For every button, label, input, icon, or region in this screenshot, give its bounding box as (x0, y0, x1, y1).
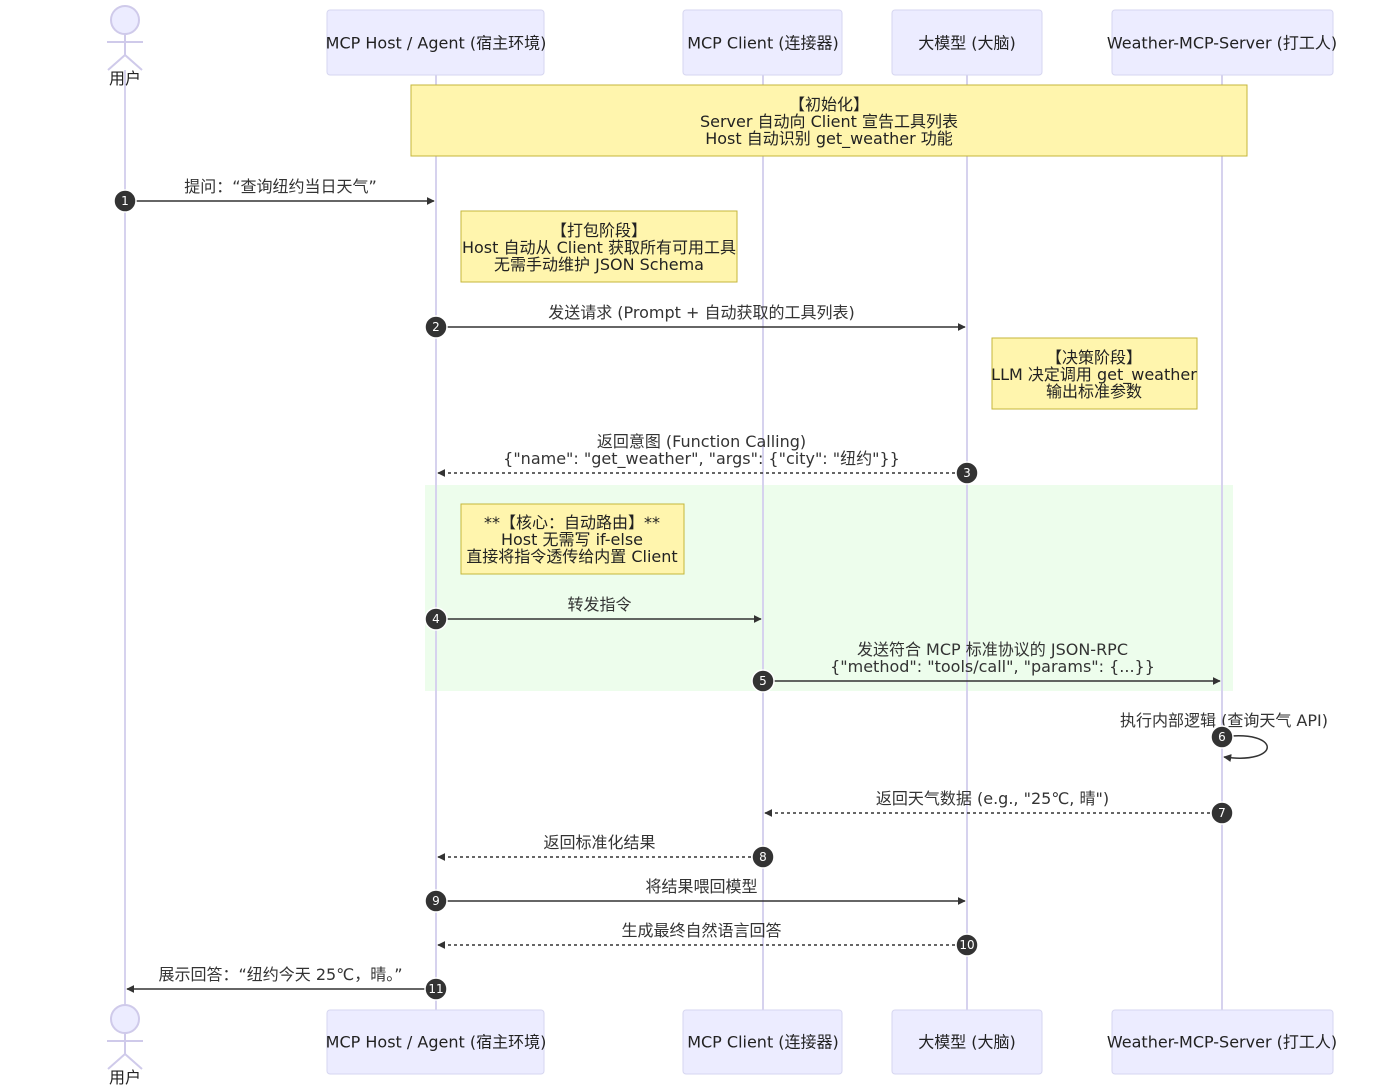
note-init-line-3: Host 自动识别 get_weather 功能 (705, 129, 953, 149)
participant-server-top-label: Weather-MCP-Server (打工人) (1107, 34, 1337, 53)
message-5-label-2: {"method": "tools/call", "params": {...}… (830, 657, 1155, 676)
sequence-number-1-text: 1 (121, 194, 129, 208)
sequence-number-2 (424, 315, 448, 339)
sequence-number-6-text: 6 (1218, 730, 1226, 744)
sequence-number-2-text: 2 (432, 320, 440, 334)
message-10-label-1: 生成最终自然语言回答 (621, 921, 781, 940)
note-init-line-1: 【初始化】 (789, 95, 869, 114)
message-7-label-1: 返回天气数据 (e.g., "25℃, 晴") (876, 789, 1109, 808)
sequence-number-5 (751, 669, 775, 693)
message-2: 发送请求 (Prompt + 自动获取的工具列表) 2 (424, 303, 966, 339)
sequence-number-11 (424, 977, 448, 1001)
message-11-label-1: 展示回答：“纽约今天 25℃，晴。” (159, 965, 403, 984)
actor-user-top-label: 用户 (109, 69, 141, 88)
note-decide-line-2: LLM 决定调用 get_weather (991, 365, 1197, 385)
sequence-number-5-text: 5 (759, 674, 767, 688)
message-6: 执行内部逻辑 (查询天气 API)6 (1120, 711, 1328, 762)
message-1: 提问：“查询纽约当日天气” 1 (113, 177, 435, 213)
note-pack: 【打包阶段】 Host 自动从 Client 获取所有可用工具 无需手动维护 J… (460, 210, 738, 283)
sequence-number-10 (955, 933, 979, 957)
message-6-label-1: 执行内部逻辑 (查询天气 API) (1120, 711, 1328, 730)
actor-user-bottom-label: 用户 (109, 1068, 141, 1086)
participant-model-top-label: 大模型 (大脑) (918, 34, 1016, 53)
message-3-label-2: {"name": "get_weather", "args": {"city":… (503, 449, 900, 469)
sequence-number-9-text: 9 (432, 894, 440, 908)
participant-server-top: Weather-MCP-Server (打工人) (1107, 9, 1337, 76)
message-3-label-1: 返回意图 (Function Calling) (597, 432, 806, 451)
sequence-number-6 (1210, 725, 1234, 749)
message-5: 发送符合 MCP 标准协议的 JSON-RPC{"method": "tools… (751, 640, 1221, 693)
message-9-label-1: 将结果喂回模型 (645, 877, 757, 896)
actor-user-top: 用户 (107, 5, 143, 88)
note-route: **【核心：自动路由】** Host 无需写 if-else 直接将指令透传给内… (460, 503, 685, 575)
participant-model-bottom-label: 大模型 (大脑) (918, 1033, 1016, 1052)
messages: 提问：“查询纽约当日天气” 1 发送请求 (Prompt + 自动获取的工具列表) 2… (113, 177, 1328, 1001)
participant-client-bottom-label: MCP Client (连接器) (687, 1033, 839, 1052)
participant-client-bottom: MCP Client (连接器) (682, 1009, 843, 1075)
note-route-line-3: 直接将指令透传给内置 Client (466, 547, 677, 566)
message-5-label-1: 发送符合 MCP 标准协议的 JSON-RPC (857, 640, 1128, 659)
participant-server-bottom: Weather-MCP-Server (打工人) (1107, 1009, 1337, 1075)
sequence-number-7 (1210, 801, 1234, 825)
message-2-label-1: 发送请求 (Prompt + 自动获取的工具列表) (548, 303, 855, 322)
sequence-number-3-text: 3 (963, 466, 971, 480)
participant-model-top: 大模型 (大脑) (891, 9, 1043, 76)
note-decide-line-1: 【决策阶段】 (1046, 348, 1142, 367)
participant-client-top-label: MCP Client (连接器) (687, 34, 839, 53)
note-init: 【初始化】 Server 自动向 Client 宣告工具列表 Host 自动识别… (410, 84, 1248, 157)
message-3: 返回意图 (Function Calling){"name": "get_wea… (437, 432, 979, 485)
note-decide: 【决策阶段】 LLM 决定调用 get_weather 输出标准参数 (991, 337, 1198, 410)
message-7: 返回天气数据 (e.g., "25℃, 晴") 7 (764, 789, 1234, 825)
message-1-label-1: 提问：“查询纽约当日天气” (184, 177, 377, 196)
actor-user-bottom: 用户 (107, 1004, 143, 1086)
message-8-label-1: 返回标准化结果 (543, 833, 655, 852)
participant-host-top-label: MCP Host / Agent (宿主环境) (326, 34, 547, 53)
sequence-number-11-text: 11 (428, 982, 443, 996)
sequence-number-10-text: 10 (959, 938, 974, 952)
message-4-label-1: 转发指令 (567, 595, 631, 614)
sequence-number-4-text: 4 (432, 612, 440, 626)
participant-server-bottom-label: Weather-MCP-Server (打工人) (1107, 1033, 1337, 1052)
note-route-line-1: **【核心：自动路由】** (484, 513, 660, 532)
participant-host-top: MCP Host / Agent (宿主环境) (326, 9, 547, 76)
message-4: 转发指令 4 (424, 595, 762, 631)
participant-client-top: MCP Client (连接器) (682, 9, 843, 76)
message-11: 展示回答：“纽约今天 25℃，晴。” 11 (126, 965, 448, 1001)
message-8: 返回标准化结果 8 (437, 833, 775, 869)
note-init-line-2: Server 自动向 Client 宣告工具列表 (700, 112, 958, 131)
message-9: 将结果喂回模型 9 (424, 877, 966, 913)
sequence-number-4 (424, 607, 448, 631)
sequence-number-8-text: 8 (759, 850, 767, 864)
sequence-number-3 (955, 461, 979, 485)
participant-host-bottom-label: MCP Host / Agent (宿主环境) (326, 1033, 547, 1052)
sequence-number-1 (113, 189, 137, 213)
sequence-number-9 (424, 889, 448, 913)
sequence-number-7-text: 7 (1218, 806, 1226, 820)
message-10: 生成最终自然语言回答 10 (437, 921, 979, 957)
sequence-number-8 (751, 845, 775, 869)
participant-model-bottom: 大模型 (大脑) (891, 1009, 1043, 1075)
note-pack-line-3: 无需手动维护 JSON Schema (494, 255, 704, 274)
note-pack-line-1: 【打包阶段】 (551, 221, 647, 240)
message-6-arrow (1221, 735, 1268, 762)
note-pack-line-2: Host 自动从 Client 获取所有可用工具 (462, 238, 736, 257)
note-decide-line-3: 输出标准参数 (1046, 382, 1142, 401)
note-route-line-2: Host 无需写 if-else (501, 530, 643, 549)
participant-host-bottom: MCP Host / Agent (宿主环境) (326, 1009, 547, 1075)
